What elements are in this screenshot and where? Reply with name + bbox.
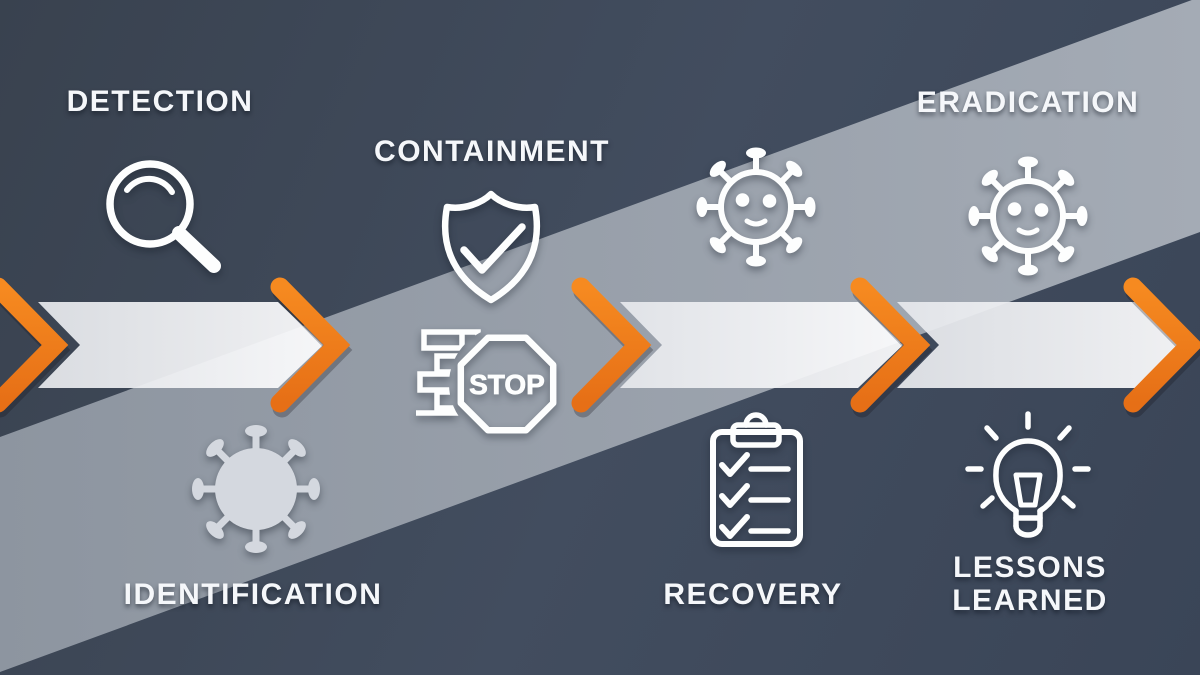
arrow-segment-1 bbox=[38, 302, 323, 388]
chevron-right-icon bbox=[571, 277, 652, 413]
step-label-identification: IDENTIFICATION bbox=[123, 578, 383, 611]
virus-outline-icon bbox=[697, 148, 816, 267]
flow-chevrons bbox=[0, 277, 1200, 413]
virus-solid-icon bbox=[192, 425, 320, 553]
chevron-right-icon bbox=[850, 277, 931, 413]
firewall-bricks bbox=[416, 329, 494, 416]
stop-octagon bbox=[457, 334, 557, 434]
lightbulb-icon bbox=[965, 411, 1091, 538]
chevron-right-icon bbox=[1123, 277, 1200, 413]
step-label-eradication: ERADICATION bbox=[916, 86, 1140, 119]
arrow-segment-3 bbox=[897, 302, 1183, 388]
chevron-right-icon bbox=[270, 277, 351, 413]
step-label-detection: DETECTION bbox=[66, 85, 254, 118]
chevron-right-icon bbox=[0, 277, 69, 413]
clipboard-checklist-icon bbox=[710, 412, 803, 547]
arrow-band bbox=[38, 302, 1183, 388]
firewall-stop-icon: STOP bbox=[416, 329, 557, 434]
magnifier-icon bbox=[106, 160, 221, 273]
step-label-lessons-learned: LESSONS LEARNED bbox=[952, 551, 1108, 617]
virus-outline-icon bbox=[969, 157, 1088, 276]
step-label-recovery: RECOVERY bbox=[663, 578, 843, 611]
arrow-segment-2 bbox=[620, 302, 903, 388]
step-label-containment: CONTAINMENT bbox=[374, 135, 610, 168]
stop-text: STOP bbox=[469, 369, 545, 400]
shield-check-icon bbox=[441, 190, 541, 304]
